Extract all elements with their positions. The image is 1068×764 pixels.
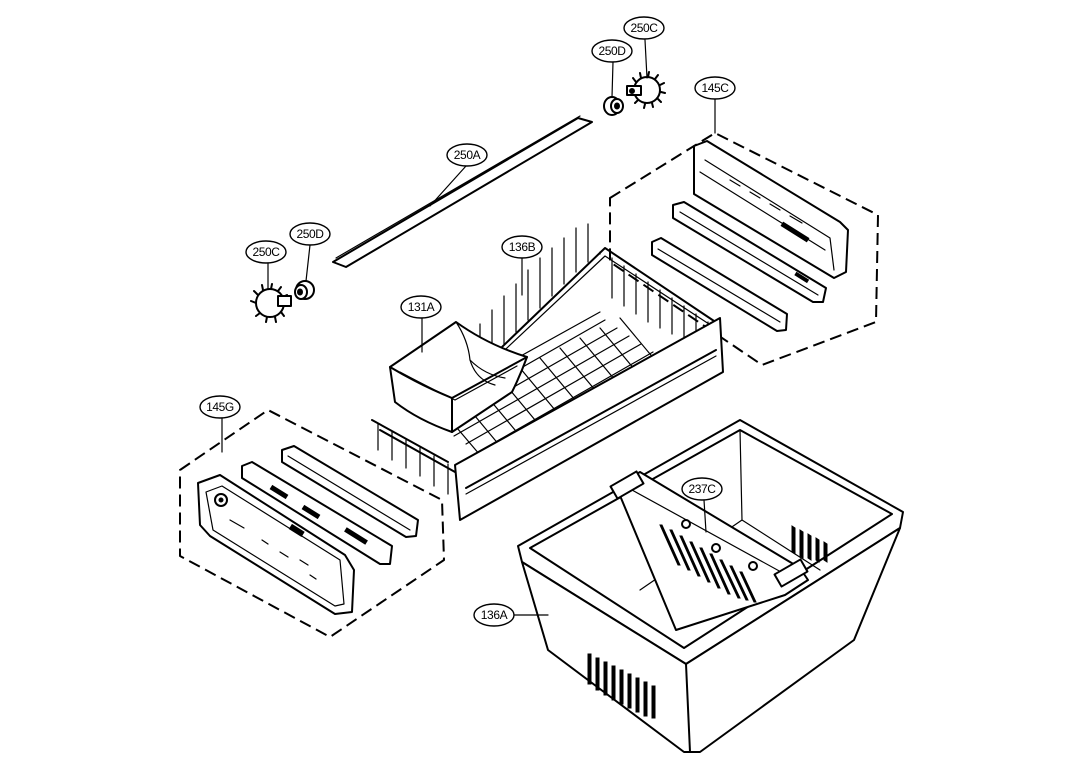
label-145G: 145G xyxy=(206,400,234,414)
callout-145C: 145C xyxy=(694,76,736,100)
part-250D-top-knob xyxy=(603,96,624,116)
label-250D-top: 250D xyxy=(598,44,626,58)
part-145G-rail-assembly xyxy=(179,409,445,638)
callout-250D-left: 250D xyxy=(289,222,331,246)
label-250C-top: 250C xyxy=(630,21,658,35)
callout-250C-left: 250C xyxy=(245,240,287,264)
callout-250A: 250A xyxy=(446,143,488,167)
callout-250C-top: 250C xyxy=(623,16,665,40)
label-237C: 237C xyxy=(688,482,716,496)
leader-lines xyxy=(221,39,716,616)
label-136A: 136A xyxy=(481,608,508,622)
callout-237C: 237C xyxy=(681,477,723,501)
label-250D-left: 250D xyxy=(296,227,324,241)
part-131A-small-bin xyxy=(389,321,528,433)
part-250C-top-gear xyxy=(626,71,666,109)
part-145C-rail-assembly xyxy=(609,132,879,366)
callout-131A: 131A xyxy=(400,295,442,319)
callout-136B: 136B xyxy=(501,235,543,259)
label-145C: 145C xyxy=(701,81,729,95)
part-237C-divider xyxy=(609,470,809,631)
part-250D-left-knob xyxy=(294,280,315,300)
label-250C-left: 250C xyxy=(252,245,280,259)
label-136B: 136B xyxy=(509,240,536,254)
callout-136A: 136A xyxy=(473,603,515,627)
label-250A: 250A xyxy=(454,148,481,162)
callout-250D-top: 250D xyxy=(591,39,633,63)
part-250A-bar xyxy=(332,115,593,268)
label-131A: 131A xyxy=(408,300,435,314)
part-136B-wire-basket xyxy=(371,223,724,521)
part-250C-left-gear xyxy=(250,283,292,323)
callout-145G: 145G xyxy=(199,395,241,419)
